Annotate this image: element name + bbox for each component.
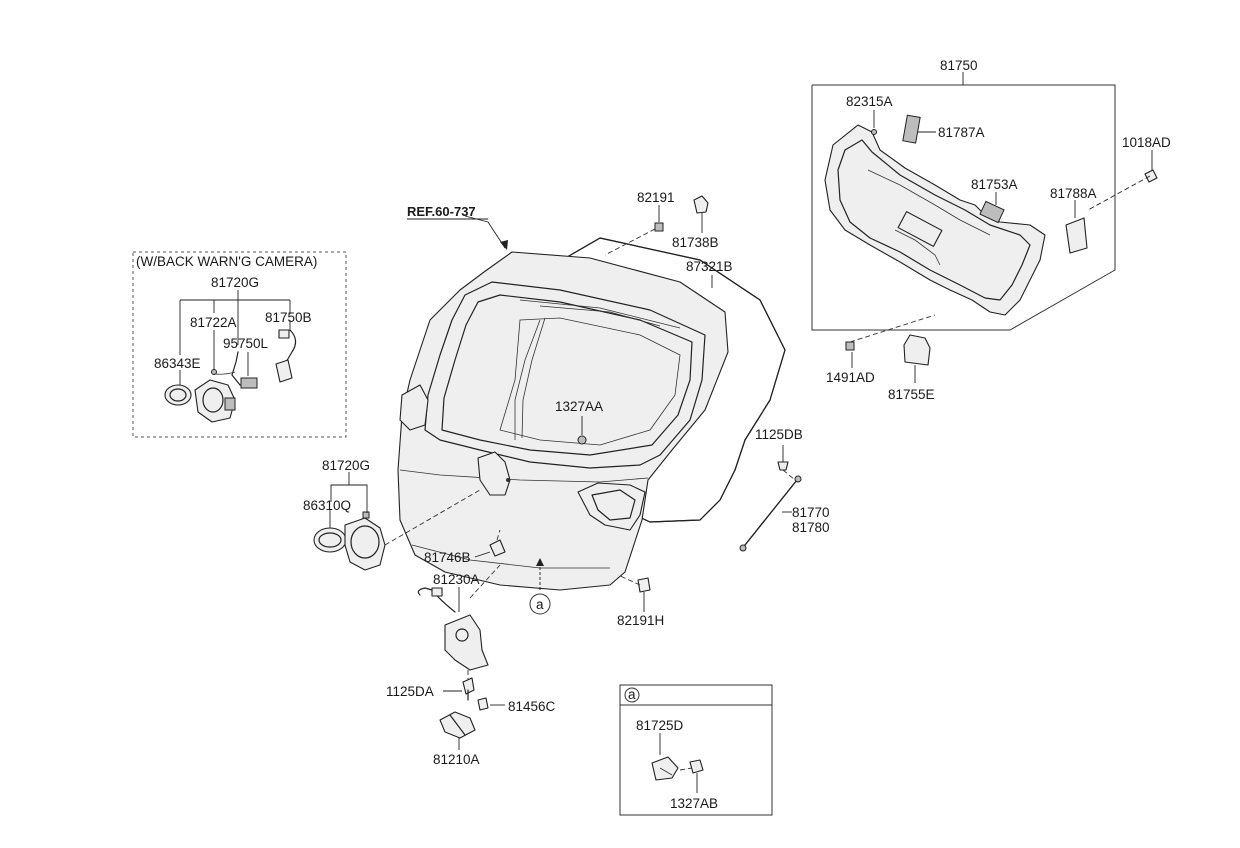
label-81720G-top: 81720G: [211, 275, 259, 290]
back-warning-camera-box: [132, 251, 347, 438]
part-labels: 81750 82315A 81787A 1018AD 81753A 81788A…: [136, 58, 1171, 811]
label-1125DB: 1125DB: [755, 427, 803, 442]
latch-assembly: [417, 564, 501, 671]
label-1125DA: 1125DA: [386, 684, 434, 699]
label-81750B: 81750B: [265, 310, 312, 325]
label-82191H: 82191H: [617, 613, 664, 628]
label-81755E: 81755E: [888, 387, 935, 402]
label-81725D: 81725D: [636, 718, 684, 733]
callout-a-marker: a: [536, 597, 544, 612]
label-1327AA: 1327AA: [555, 399, 603, 414]
label-1018AD: 1018AD: [1122, 135, 1171, 150]
label-95750L: 95750L: [223, 336, 269, 351]
label-86310Q: 86310Q: [303, 498, 351, 513]
gas-strut: [739, 445, 802, 552]
label-81722A: 81722A: [190, 315, 237, 330]
label-82191: 82191: [637, 190, 675, 205]
label-81210A: 81210A: [433, 752, 480, 767]
label-81787A: 81787A: [938, 125, 985, 140]
emblem-assembly: [313, 472, 506, 571]
label-ref: REF.60-737: [407, 204, 476, 219]
label-1327AB: 1327AB: [670, 796, 718, 811]
label-81746B: 81746B: [424, 550, 471, 565]
camera-box-title: (W/BACK WARN'G CAMERA): [136, 254, 317, 269]
detail-a-tag: a: [628, 687, 636, 702]
label-81770: 81770: [792, 505, 830, 520]
label-86343E: 86343E: [154, 356, 201, 371]
label-81780: 81780: [792, 520, 830, 535]
label-81720G-mid: 81720G: [322, 458, 370, 473]
label-1491AD: 1491AD: [826, 370, 875, 385]
label-82315A: 82315A: [846, 94, 893, 109]
label-81750: 81750: [940, 58, 978, 73]
trim-panel-assembly-box: [811, 72, 1158, 383]
striker-assembly: [439, 670, 505, 750]
label-81788A: 81788A: [1050, 186, 1097, 201]
label-81230A: 81230A: [433, 572, 480, 587]
label-81753A: 81753A: [971, 177, 1018, 192]
detail-a-box: [619, 684, 773, 816]
label-81456C: 81456C: [508, 699, 556, 714]
tailgate-panel: [397, 195, 786, 615]
label-87321B: 87321B: [686, 259, 733, 274]
label-81738B: 81738B: [672, 235, 719, 250]
